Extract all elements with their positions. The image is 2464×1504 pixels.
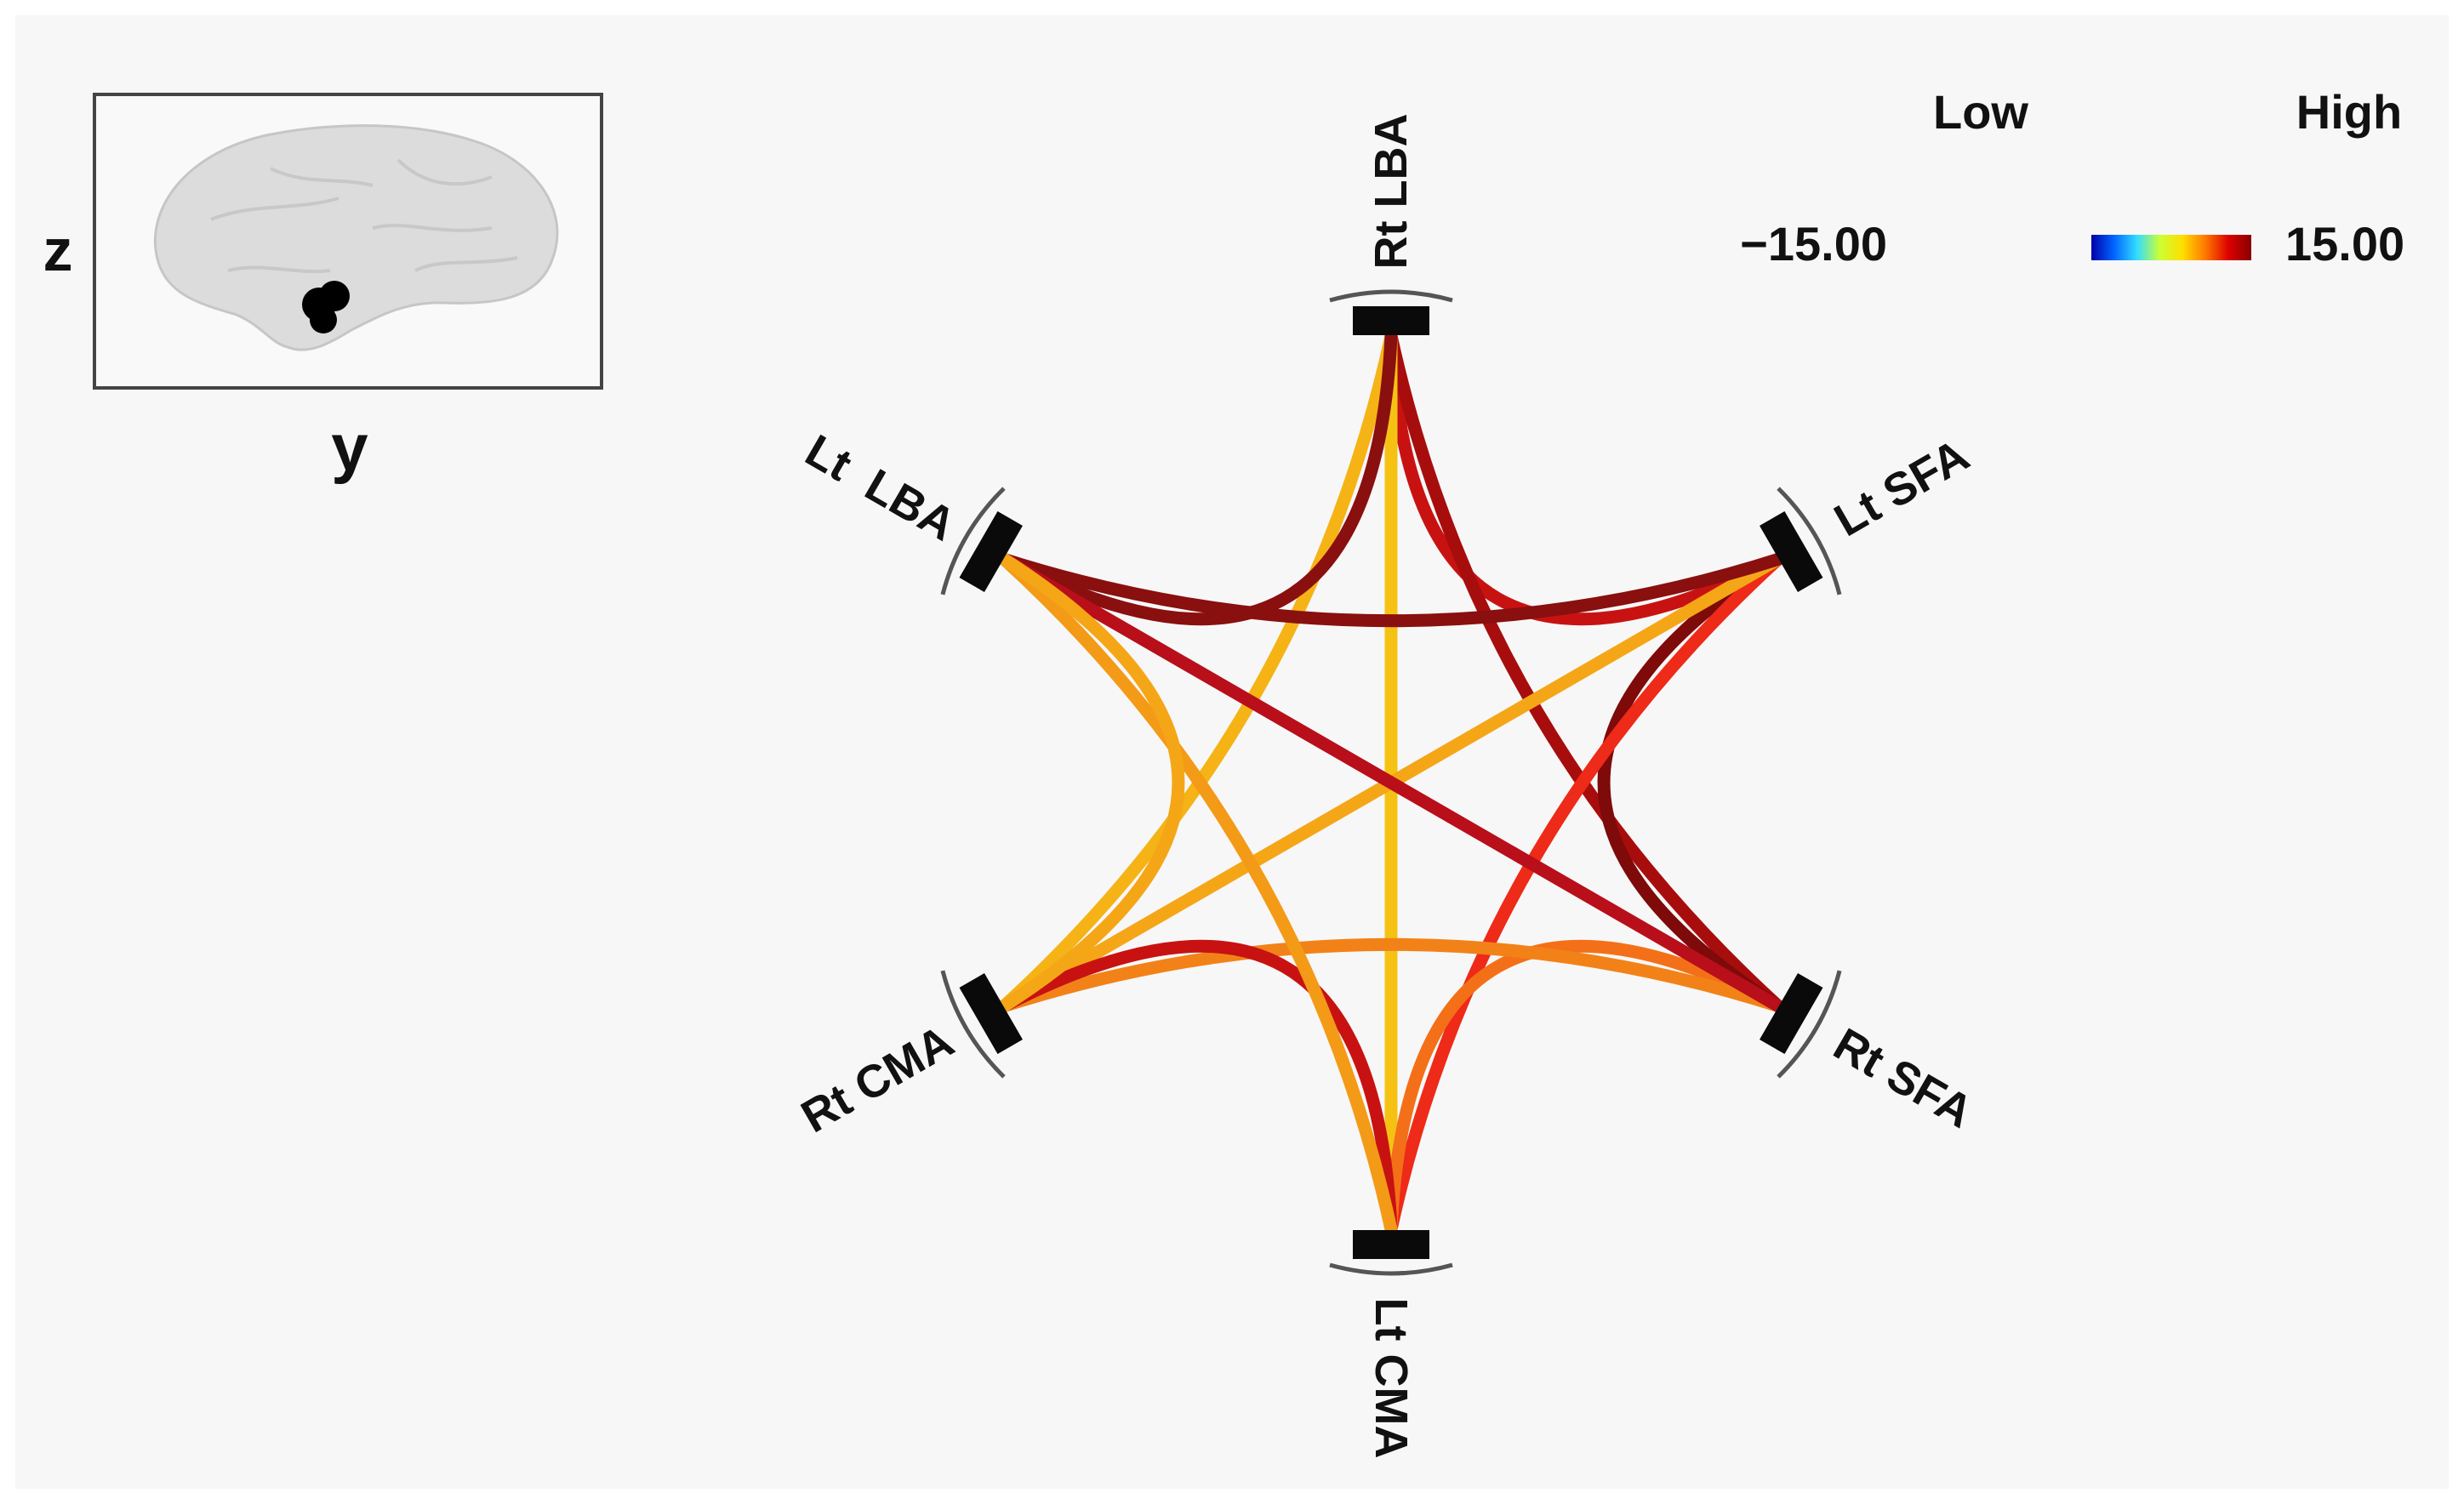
connection-rt-sfa-lt-cma (1384, 939, 1785, 1236)
colorbar-low-label: Low (1933, 85, 2028, 139)
connection-rt-sfa-lt-lba (997, 553, 1785, 1012)
node-bracket (1329, 289, 1453, 303)
connection-rt-lba-lt-lba (997, 329, 1398, 626)
node-label-rt-cma: Rt CMA (793, 1016, 962, 1142)
figure-canvas: z y Low High −15.00 15.00 Rt LBA Lt SFA Rt… (15, 15, 2449, 1489)
connectivity-figure: z y Low High −15.00 15.00 Rt LBA Lt SFA Rt… (43, 85, 2405, 1459)
node-label-lt-cma: Lt CMA (1366, 1298, 1417, 1459)
connection-edges (997, 329, 1785, 1236)
colorbar-high-label: High (2296, 85, 2402, 139)
connection-rt-lba-lt-sfa (1384, 329, 1785, 626)
node-bar (959, 511, 1023, 592)
node-bracket (940, 487, 1006, 595)
node-bar (1760, 511, 1823, 592)
node-bracket (1777, 487, 1842, 595)
connection-lt-sfa-lt-lba (997, 553, 1785, 628)
node-bar (1353, 1230, 1429, 1259)
connection-rt-sfa-rt-cma (997, 937, 1785, 1012)
node-rt-sfa: Rt SFA (1760, 970, 1982, 1138)
brain-icon (153, 124, 559, 351)
connection-rt-cma-lt-lba (997, 553, 1185, 1012)
node-lt-lba: Lt LBA (797, 425, 1023, 595)
inset-y-label: y (331, 410, 368, 485)
node-bar (1353, 306, 1429, 335)
node-lt-sfa: Lt SFA (1760, 430, 1977, 595)
node-bracket (1777, 970, 1842, 1079)
node-lt-cma: Lt CMA (1329, 1230, 1453, 1459)
node-label-rt-lba: Rt LBA (1366, 114, 1417, 270)
connection-lt-sfa-rt-sfa (1597, 553, 1785, 1012)
colorbar-legend: Low High −15.00 15.00 (1740, 85, 2404, 271)
colorbar-gradient (2091, 235, 2251, 260)
node-label-rt-sfa: Rt SFA (1825, 1018, 1981, 1137)
colorbar-max-label: 15.00 (2285, 217, 2404, 271)
node-bar (959, 973, 1023, 1054)
node-bracket (1329, 1262, 1453, 1276)
connection-lt-cma-lt-lba (997, 553, 1398, 1236)
node-bar (1760, 973, 1823, 1054)
node-label-lt-sfa: Lt SFA (1826, 430, 1977, 546)
node-rt-cma: Rt CMA (793, 970, 1023, 1142)
node-rt-lba: Rt LBA (1329, 114, 1453, 335)
inset-z-label: z (43, 217, 73, 283)
connection-lt-cma-rt-cma (997, 939, 1398, 1236)
brain-inset: z y (43, 93, 603, 485)
brain-folds (210, 158, 518, 274)
node-label-lt-lba: Lt LBA (797, 425, 964, 551)
node-bracket (940, 970, 1006, 1079)
colorbar-min-label: −15.00 (1740, 217, 1887, 271)
